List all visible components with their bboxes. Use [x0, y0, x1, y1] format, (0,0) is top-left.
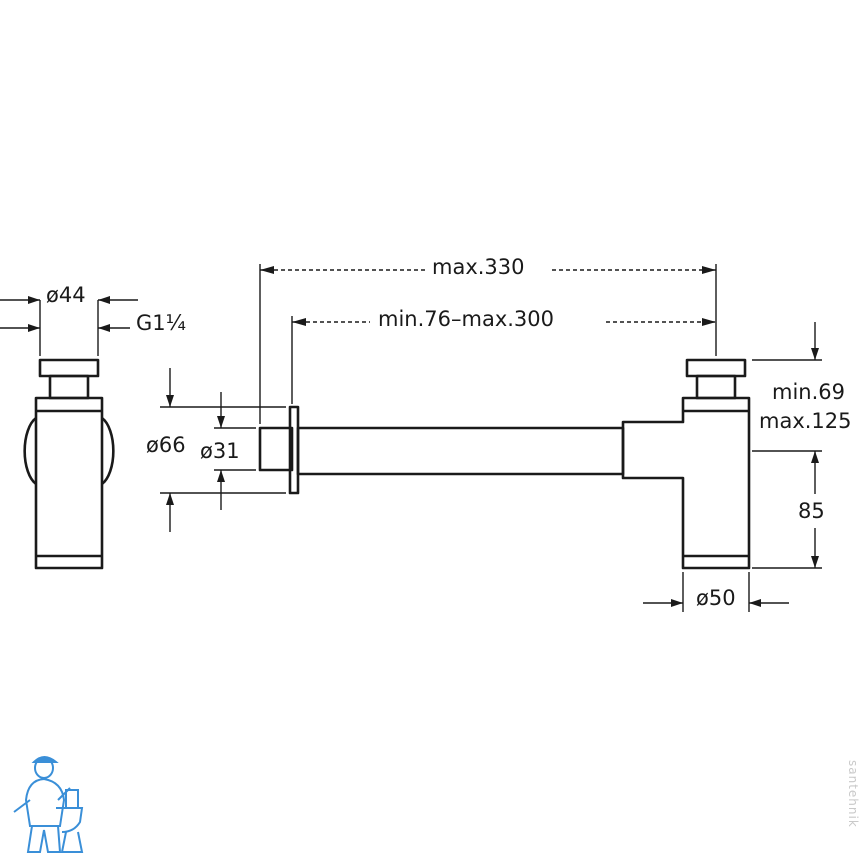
- label-dia44: ø44: [46, 283, 86, 307]
- dim66-arrow-bottom: [166, 493, 174, 505]
- label-h85: 85: [798, 499, 825, 523]
- dim330-arrow-left: [260, 266, 274, 274]
- front-view: max.330 min.76–max.300 ø66 ø31 min.69 ma…: [146, 255, 852, 612]
- dim66-arrow-top: [166, 395, 174, 407]
- watermark-text: santehnik: [846, 760, 860, 828]
- dim44-arrow-left: [28, 296, 40, 304]
- label-minmax300: min.76–max.300: [378, 307, 554, 331]
- label-min69: min.69: [772, 380, 845, 404]
- side-body: [34, 396, 104, 570]
- dim300-arrow-right: [702, 318, 716, 326]
- trap-body: [621, 396, 751, 570]
- dim31-arrow-bottom: [217, 470, 225, 482]
- dim85-arrow-top: [811, 451, 819, 463]
- trap-top-cap: [685, 358, 747, 378]
- side-outlet-left: [23, 416, 37, 486]
- label-dia31: ø31: [200, 439, 240, 463]
- label-max330: max.330: [432, 255, 525, 279]
- dimg-arrow-right: [98, 324, 110, 332]
- label-dia66: ø66: [146, 433, 186, 457]
- dim330-arrow-right: [702, 266, 716, 274]
- dim44-arrow-right: [98, 296, 110, 304]
- horizontal-pipe: [296, 426, 625, 476]
- dim50-arrow-left: [671, 599, 683, 607]
- dim300-arrow-left: [292, 318, 306, 326]
- dimg-arrow-left: [28, 324, 40, 332]
- dim69-arrow-top: [811, 348, 819, 360]
- plumber-logo: [13, 756, 84, 853]
- label-dia50: ø50: [696, 586, 736, 610]
- label-max125: max.125: [759, 409, 852, 433]
- side-top-cap: [38, 358, 100, 378]
- dim85-arrow-bottom: [811, 556, 819, 568]
- label-g114: G1¼: [136, 311, 186, 335]
- dim31-arrow-top: [217, 416, 225, 428]
- side-neck: [48, 374, 90, 400]
- wall-stub: [258, 426, 294, 472]
- trap-neck: [695, 374, 737, 400]
- side-view: ø44 G1¼: [0, 283, 186, 570]
- dim50-arrow-right: [749, 599, 761, 607]
- side-outlet-right: [101, 416, 115, 486]
